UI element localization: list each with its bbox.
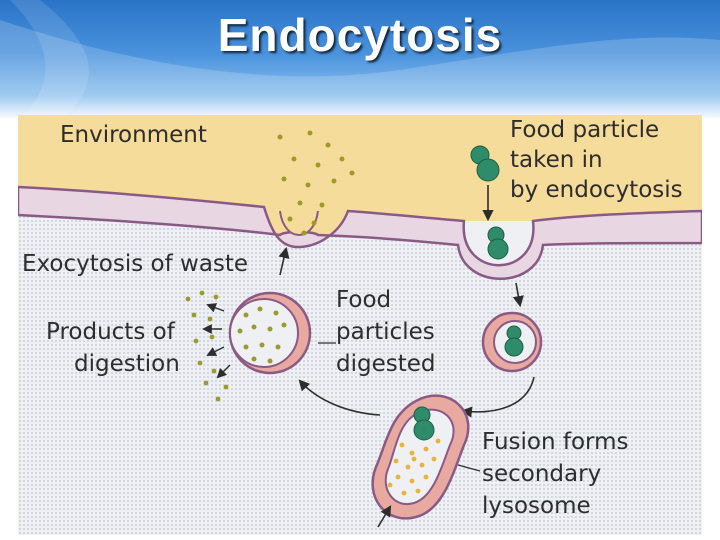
enzyme-particles xyxy=(387,438,441,496)
food-particle-outside xyxy=(470,145,500,182)
label-products-line2: digestion xyxy=(74,351,180,377)
product-dots xyxy=(185,290,229,402)
label-fusion-line2: secondary xyxy=(482,461,601,487)
label-intake-line1: Food particle xyxy=(510,117,659,143)
environment-region xyxy=(18,115,702,247)
digested-particles xyxy=(237,306,287,364)
label-products-line1: Products of xyxy=(46,319,176,345)
early-vesicle xyxy=(481,311,543,373)
arrow-to-lysosome xyxy=(460,376,535,418)
slide-title: Endocytosis xyxy=(217,9,503,61)
slide-header xyxy=(0,0,720,120)
arrow-to-endosome xyxy=(512,282,524,308)
label-digested-line1: Food xyxy=(336,287,391,313)
exocytosis-arrow xyxy=(278,246,290,276)
label-fusion-line3: lysosome xyxy=(482,493,591,519)
product-arrows xyxy=(202,303,231,379)
label-intake-line3: by endocytosis xyxy=(510,177,683,203)
label-environment: Environment xyxy=(60,122,207,148)
label-fusion-line1: Fusion forms xyxy=(482,429,629,455)
arrow-to-digestion xyxy=(298,379,381,416)
endocytosis-figure: Environment Food particle taken in by en… xyxy=(18,115,702,535)
label-digested-line2: particles xyxy=(336,319,435,345)
label-digested-line3: digested xyxy=(336,351,436,377)
header-swoosh xyxy=(0,0,720,120)
fusion-leader xyxy=(457,464,481,472)
food-particle-vesicle xyxy=(487,226,509,260)
digestion-vesicle xyxy=(228,291,312,375)
label-exocytosis: Exocytosis of waste xyxy=(22,251,248,277)
secondary-lysosome xyxy=(371,394,470,520)
arrow-into-lysosome xyxy=(377,505,392,528)
waste-particles xyxy=(277,130,355,236)
endocytosis-diagram: Environment Food particle taken in by en… xyxy=(18,115,702,528)
label-intake-line2: taken in xyxy=(510,147,603,173)
